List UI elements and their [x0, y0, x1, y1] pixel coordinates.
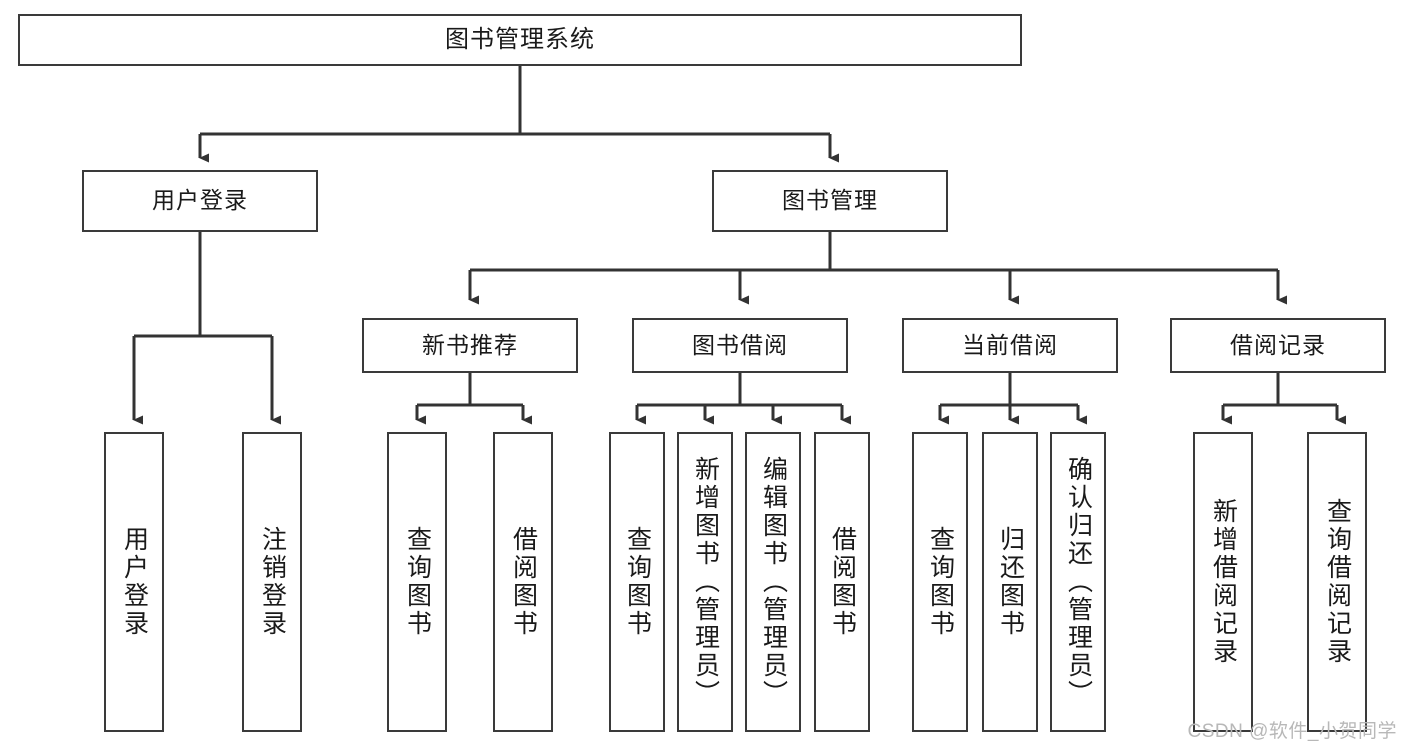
node-leaf-add-borrow-record[interactable]: 新增借阅记录 — [1193, 432, 1253, 732]
node-leaf-borrow-book[interactable]: 借阅图书 — [814, 432, 870, 732]
node-borrow-record[interactable]: 借阅记录 — [1170, 318, 1386, 373]
node-leaf-add-book-admin-label: 新增图书（管理员） — [691, 456, 720, 708]
node-leaf-user-login-label: 用户登录 — [120, 526, 149, 638]
node-leaf-query-borrow-record-label: 查询借阅记录 — [1323, 498, 1352, 666]
node-leaf-query-book-current[interactable]: 查询图书 — [912, 432, 968, 732]
node-leaf-query-book-recommend[interactable]: 查询图书 — [387, 432, 447, 732]
node-book-borrow-label: 图书借阅 — [692, 331, 788, 358]
node-leaf-borrow-book-recommend[interactable]: 借阅图书 — [493, 432, 553, 732]
node-leaf-query-borrow-record[interactable]: 查询借阅记录 — [1307, 432, 1367, 732]
node-leaf-query-book-current-label: 查询图书 — [926, 526, 955, 638]
node-leaf-return-book[interactable]: 归还图书 — [982, 432, 1038, 732]
node-book-borrow[interactable]: 图书借阅 — [632, 318, 848, 373]
node-book-management[interactable]: 图书管理 — [712, 170, 948, 232]
node-leaf-add-book-admin[interactable]: 新增图书（管理员） — [677, 432, 733, 732]
node-current-borrow-label: 当前借阅 — [962, 331, 1058, 358]
node-leaf-query-book-borrow[interactable]: 查询图书 — [609, 432, 665, 732]
node-leaf-confirm-return-admin[interactable]: 确认归还（管理员） — [1050, 432, 1106, 732]
node-leaf-return-book-label: 归还图书 — [996, 526, 1025, 638]
node-leaf-edit-book-admin[interactable]: 编辑图书（管理员） — [745, 432, 801, 732]
node-root-label: 图书管理系统 — [445, 25, 595, 53]
node-root-book-management-system[interactable]: 图书管理系统 — [18, 14, 1022, 66]
node-leaf-add-borrow-record-label: 新增借阅记录 — [1209, 498, 1238, 666]
node-new-book-recommend-label: 新书推荐 — [422, 331, 518, 358]
node-leaf-user-login[interactable]: 用户登录 — [104, 432, 164, 732]
node-leaf-logout[interactable]: 注销登录 — [242, 432, 302, 732]
node-leaf-borrow-book-recommend-label: 借阅图书 — [509, 526, 538, 638]
node-leaf-query-book-borrow-label: 查询图书 — [623, 526, 652, 638]
node-new-book-recommend[interactable]: 新书推荐 — [362, 318, 578, 373]
csdn-watermark: CSDN @软件_小贺同学 — [1187, 721, 1397, 742]
node-leaf-borrow-book-label: 借阅图书 — [828, 526, 857, 638]
node-current-borrow[interactable]: 当前借阅 — [902, 318, 1118, 373]
node-leaf-logout-label: 注销登录 — [258, 526, 287, 638]
node-leaf-confirm-return-admin-label: 确认归还（管理员） — [1064, 456, 1093, 708]
node-leaf-query-book-recommend-label: 查询图书 — [403, 526, 432, 638]
node-user-login-label: 用户登录 — [152, 187, 248, 214]
node-book-management-label: 图书管理 — [782, 187, 878, 214]
node-borrow-record-label: 借阅记录 — [1230, 331, 1326, 358]
node-leaf-edit-book-admin-label: 编辑图书（管理员） — [759, 456, 788, 708]
node-user-login[interactable]: 用户登录 — [82, 170, 318, 232]
